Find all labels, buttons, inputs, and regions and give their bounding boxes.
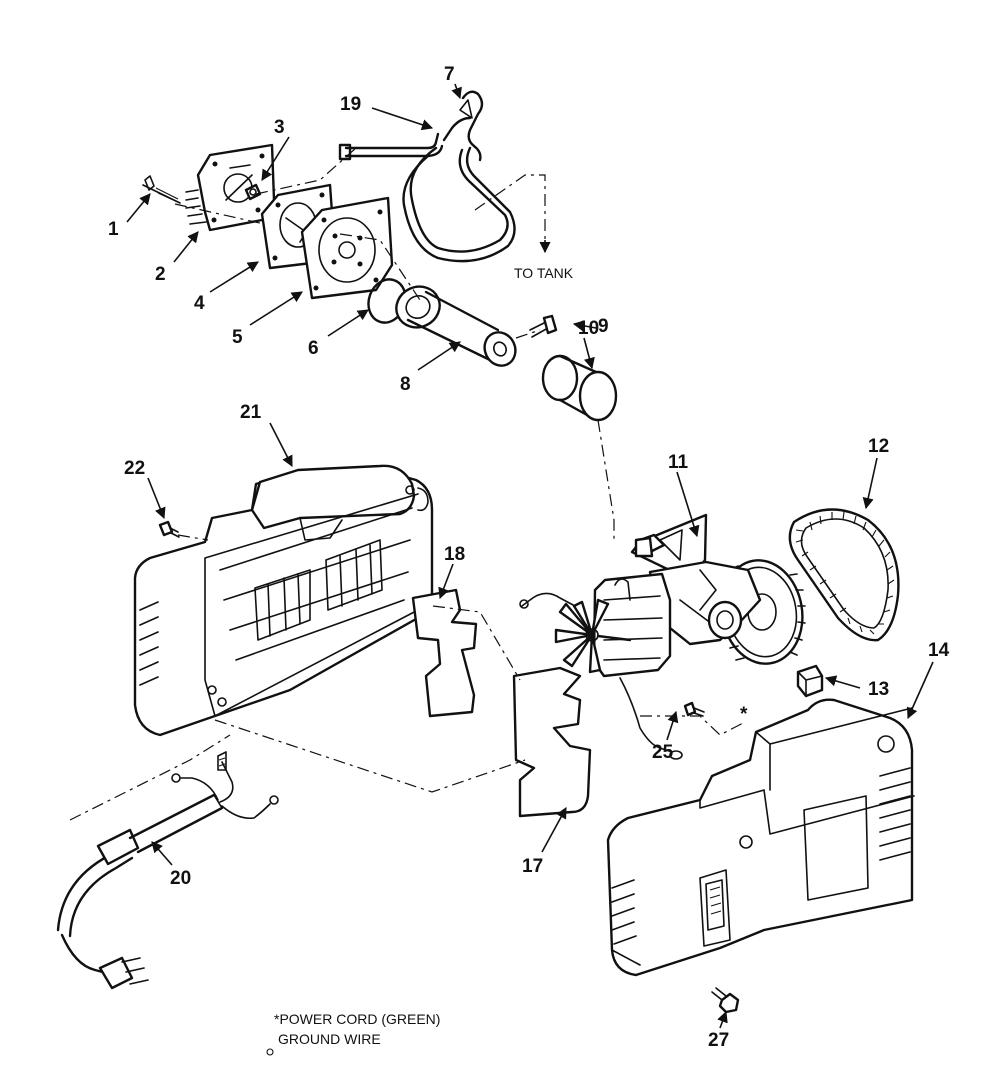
- label-19: 19: [340, 94, 361, 115]
- label-12: 12: [868, 436, 889, 457]
- label-21: 21: [240, 402, 262, 423]
- motor-fan: [554, 598, 632, 674]
- leader-1: [174, 203, 265, 225]
- label-14: 14: [928, 640, 950, 661]
- label-5: 5: [232, 327, 243, 348]
- asterisk-mark: *: [740, 704, 748, 725]
- part-7-clip: [459, 90, 484, 162]
- label-18: 18: [444, 544, 465, 565]
- label-25: 25: [652, 742, 674, 763]
- label-8: 8: [400, 374, 411, 395]
- part-22-screw: [158, 520, 180, 538]
- part-1-bolt: [142, 175, 181, 204]
- part-3-o-ring: [244, 183, 262, 201]
- leader-22: [177, 534, 209, 541]
- part-18-baffle: [411, 588, 478, 718]
- part-25-screw: [683, 701, 705, 717]
- leader-9: [515, 329, 541, 339]
- footnote-line-1: *POWER CORD (GREEN): [274, 1011, 440, 1027]
- leader-bearing: [597, 419, 615, 540]
- part-13-pad: [796, 664, 824, 698]
- label-20: 20: [170, 868, 191, 889]
- leader-to-tank: [474, 174, 546, 245]
- leader-shroud: [214, 719, 526, 793]
- label-9: 9: [598, 316, 609, 337]
- label-1: 1: [108, 219, 119, 240]
- part-9-screw: [529, 314, 558, 338]
- part-21-rear-shroud: [133, 464, 434, 737]
- part-12-belt: [788, 508, 900, 642]
- footnote-dot: [266, 1048, 274, 1056]
- part-14-front-shroud: [606, 698, 915, 977]
- leader-cord: [69, 734, 231, 821]
- label-17: 17: [522, 856, 543, 877]
- callout-numbers: 1 2 3 4 5 6 7 8 9 10 11 12 13 14 17 18 1…: [108, 64, 950, 1051]
- part-8-cylinder-sleeve: [395, 285, 517, 367]
- to-tank-label: TO TANK: [514, 265, 574, 281]
- part-10-bearing: [541, 354, 618, 422]
- part-17-baffle: [512, 666, 592, 818]
- label-7: 7: [444, 64, 455, 85]
- label-6: 6: [308, 338, 319, 359]
- part-27-screw: [711, 987, 740, 1014]
- part-19-outlet-tube: [338, 116, 516, 263]
- label-4: 4: [194, 293, 205, 314]
- part-11-motor-assembly: [519, 513, 806, 760]
- label-3: 3: [274, 117, 285, 138]
- callout-arrows: [126, 83, 934, 1029]
- label-22: 22: [124, 458, 145, 479]
- label-11: 11: [668, 452, 689, 473]
- part-2-compressor-head: [185, 143, 276, 232]
- footnote-line-2: GROUND WIRE: [278, 1031, 381, 1047]
- part-20-power-cord: [56, 751, 279, 990]
- label-2: 2: [155, 264, 166, 285]
- label-10: 10: [578, 318, 599, 339]
- label-27: 27: [708, 1030, 729, 1051]
- part-5-gasket: [300, 196, 394, 300]
- label-13: 13: [868, 679, 889, 700]
- leader-motor: [640, 715, 746, 736]
